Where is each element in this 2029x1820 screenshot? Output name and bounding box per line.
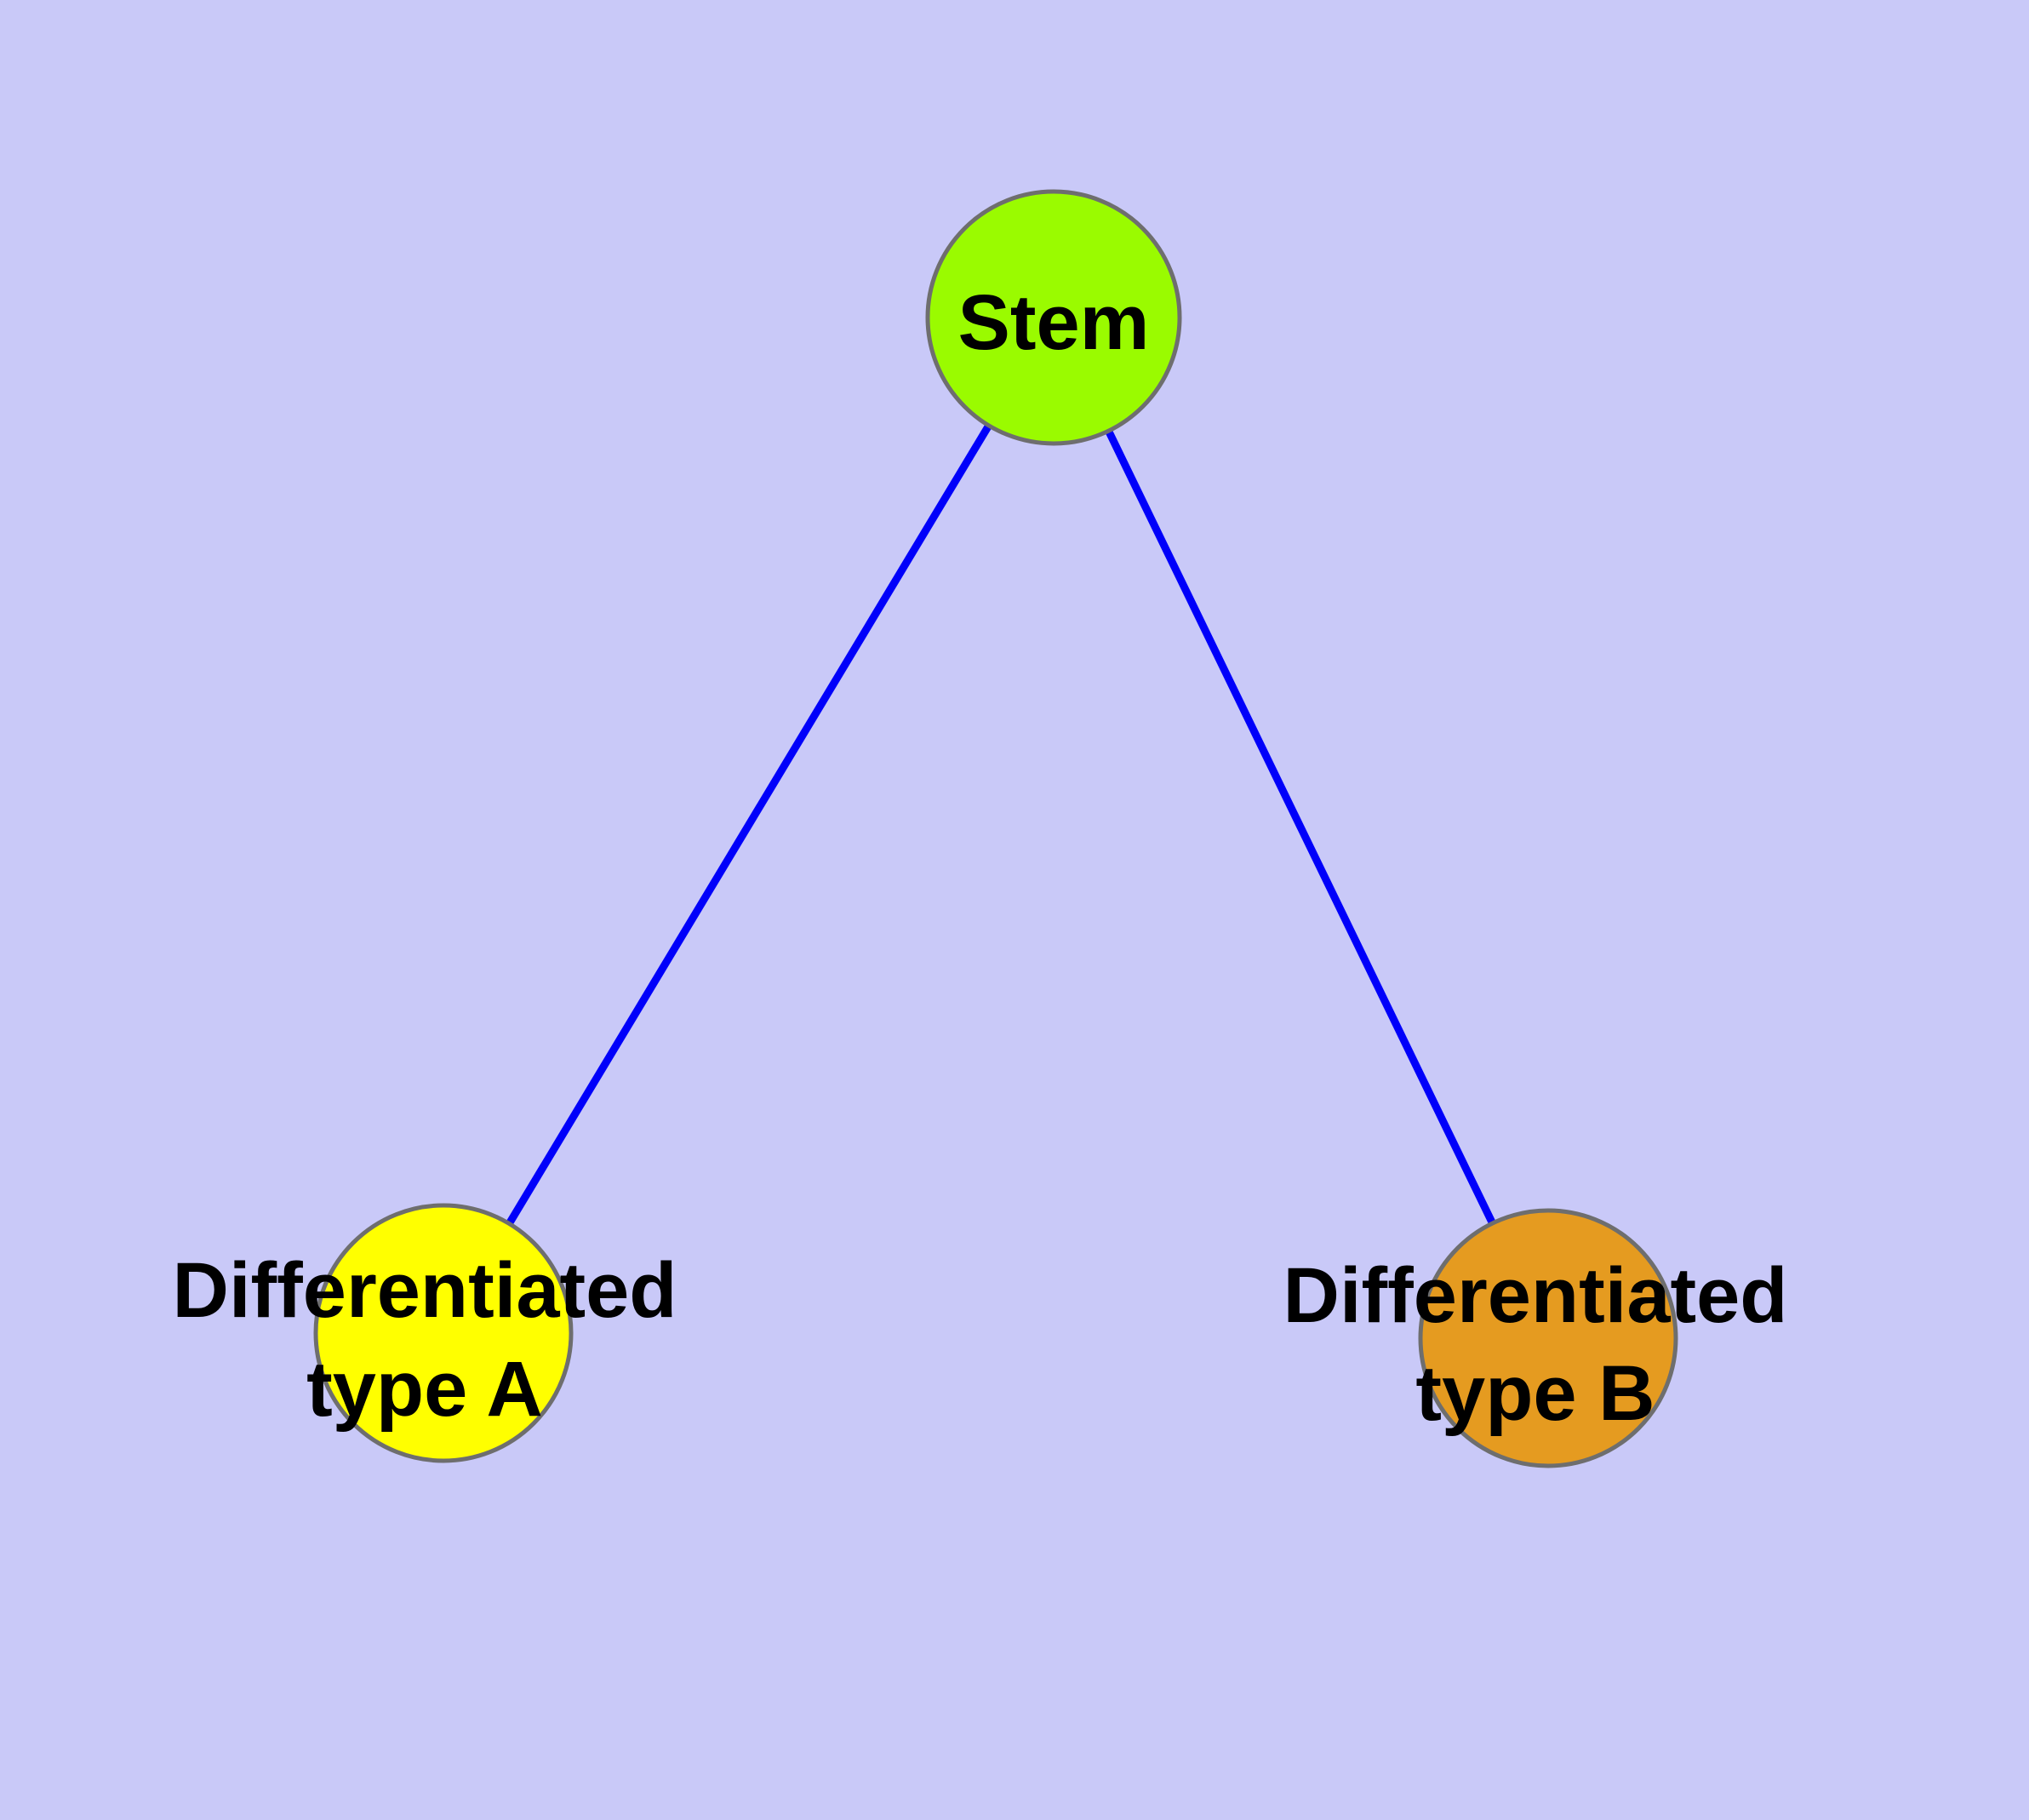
node-differentiated-type-b-circle (1418, 1208, 1678, 1468)
node-differentiated-type-a-label-line2: type A (306, 1346, 543, 1433)
edge-stem-to-differentiated-type-a (440, 315, 1057, 1336)
node-stem-label: Stem (958, 279, 1150, 366)
node-differentiated-type-a: Differentiated type A (173, 1203, 677, 1463)
node-differentiated-type-b-label-line2: type B (1415, 1350, 1655, 1437)
node-stem-circle (925, 189, 1182, 446)
edge-stem-to-differentiated-type-b (1049, 316, 1552, 1340)
node-differentiated-type-a-circle (313, 1203, 574, 1463)
node-stem: Stem (925, 189, 1182, 446)
node-differentiated-type-b-label-line1: Differentiated (1283, 1252, 1788, 1339)
edge-layer (440, 315, 1552, 1340)
node-differentiated-type-a-label-line1: Differentiated (173, 1247, 677, 1334)
node-differentiated-type-b: Differentiated type B (1283, 1208, 1788, 1468)
